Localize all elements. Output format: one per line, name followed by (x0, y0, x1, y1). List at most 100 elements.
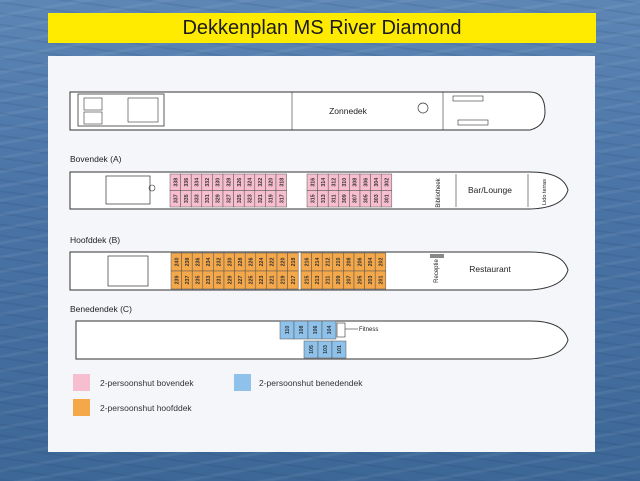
upper-deck-heading: Bovendek (A) (70, 154, 122, 164)
legend-swatch-upper (73, 374, 90, 391)
main-cabin-number: 201 (379, 276, 385, 285)
legend: 2-persoonshut bovendek 2-persoonshut ben… (73, 374, 363, 416)
main-cabin-number: 203 (368, 276, 374, 285)
main-cabin-number: 218 (291, 258, 297, 267)
library-label: Bibliotheek (436, 177, 442, 207)
lower-cabin-number: 103 (323, 345, 329, 354)
main-cabin-number: 220 (280, 258, 286, 267)
upper-cabin-number: 303 (374, 194, 380, 203)
fitness-room (336, 322, 346, 338)
main-cabin-number: 219 (280, 276, 286, 285)
sun-deck-structure (127, 97, 159, 123)
main-cabin-number: 206 (357, 258, 363, 267)
main-cabin-number: 224 (259, 258, 265, 267)
lower-cabin-104 (321, 320, 337, 340)
lower-cabin-number: 105 (309, 345, 315, 354)
main-cabin-number: 213 (315, 276, 321, 285)
lower-cabin-number: 106 (313, 326, 319, 335)
upper-cabin-number: 338 (173, 178, 179, 187)
main-cabin-number: 226 (249, 258, 255, 267)
main-cabin-217 (287, 270, 299, 290)
sun-deck-hull (69, 91, 546, 131)
lower-cabin-number: 101 (337, 345, 343, 354)
upper-cabin-number: 334 (195, 178, 201, 187)
lower-cabin-101 (331, 340, 347, 359)
upper-cabin-number: 308 (353, 178, 359, 187)
upper-cabin-number: 328 (226, 178, 232, 187)
main-cabin-number: 202 (379, 258, 385, 267)
main-cabin-number: 208 (347, 258, 353, 267)
upper-cabin-number: 336 (184, 178, 190, 187)
legend-label-lower: 2-persoonshut benedendek (259, 378, 363, 388)
main-cabin-number: 228 (238, 258, 244, 267)
upper-cabin-number: 306 (363, 178, 369, 187)
main-cabin-number: 217 (291, 276, 297, 285)
upper-cabin-number: 313 (321, 194, 327, 203)
main-cabin-number: 239 (174, 276, 180, 285)
upper-deck-structure (105, 175, 151, 205)
main-deck-structure (107, 255, 149, 287)
legend-label-upper: 2-persoonshut bovendek (100, 378, 194, 388)
main-cabin-number: 223 (259, 276, 265, 285)
main-cabin-number: 237 (185, 276, 191, 285)
bar-lounge-label: Bar/Lounge (468, 185, 512, 195)
sun-lounger-icon (452, 95, 484, 102)
lido-label: Lido terras (542, 179, 548, 205)
main-cabin-number: 227 (238, 276, 244, 285)
upper-cabin-number: 316 (310, 178, 316, 187)
upper-cabin-number: 325 (237, 194, 243, 203)
upper-cabin-number: 314 (321, 178, 327, 187)
main-cabin-number: 214 (315, 258, 321, 267)
main-cabin-number: 209 (336, 276, 342, 285)
legend-swatch-lower (234, 374, 251, 391)
main-cabin-number: 236 (196, 258, 202, 267)
reception-label: Receptie (434, 259, 440, 283)
upper-cabin-number: 337 (173, 194, 179, 203)
upper-cabin-number: 329 (216, 194, 222, 203)
lower-cabin-number: 108 (299, 326, 305, 335)
legend-swatch-main (73, 399, 90, 416)
upper-cabin-number: 327 (226, 194, 232, 203)
main-cabin-number: 235 (196, 276, 202, 285)
upper-cabin-number: 320 (269, 178, 275, 187)
page-title: Dekkenplan MS River Diamond (182, 16, 462, 39)
main-cabin-number: 238 (185, 258, 191, 267)
main-cabin-number: 229 (227, 276, 233, 285)
lower-cabin-number: 104 (327, 326, 333, 335)
upper-cabin-number: 307 (353, 194, 359, 203)
upper-cabin-number: 301 (385, 194, 391, 203)
upper-cabin-number: 315 (310, 194, 316, 203)
upper-cabin-number: 310 (342, 178, 348, 187)
sun-deck-structure (83, 97, 103, 111)
main-deck-heading: Hoofddek (B) (70, 235, 120, 245)
main-cabin-201 (374, 270, 387, 290)
title-banner: Dekkenplan MS River Diamond (48, 13, 596, 43)
main-cabin-number: 232 (217, 258, 223, 267)
main-cabin-number: 210 (336, 258, 342, 267)
upper-cabin-number: 309 (342, 194, 348, 203)
main-cabin-number: 221 (270, 276, 276, 285)
main-cabin-number: 222 (270, 258, 276, 267)
sun-deck-structure (83, 111, 103, 125)
upper-cabin-number: 326 (237, 178, 243, 187)
upper-cabin-number: 332 (205, 178, 211, 187)
lower-deck-heading: Benedendek (C) (70, 304, 132, 314)
upper-cabin-number: 317 (279, 194, 285, 203)
upper-cabin-number: 330 (216, 178, 222, 187)
upper-cabin-number: 312 (332, 178, 338, 187)
restaurant-label: Restaurant (469, 264, 511, 274)
lower-cabin-number: 110 (285, 326, 291, 335)
whirlpool-icon (417, 102, 429, 114)
upper-cabin-number: 318 (279, 178, 285, 187)
sun-deck: Zonnedek (69, 91, 546, 131)
staircase-icon (148, 184, 156, 192)
deck-plan-panel: Zonnedek Bovendek (A) 338 336 334 332 330 328… (48, 56, 595, 452)
main-cabin-number: 233 (206, 276, 212, 285)
main-cabin-number: 205 (357, 276, 363, 285)
upper-cabin-number: 302 (385, 178, 391, 187)
upper-cabin-number: 333 (195, 194, 201, 203)
upper-cabin-number: 324 (248, 178, 254, 187)
upper-cabin-number: 304 (374, 178, 380, 187)
